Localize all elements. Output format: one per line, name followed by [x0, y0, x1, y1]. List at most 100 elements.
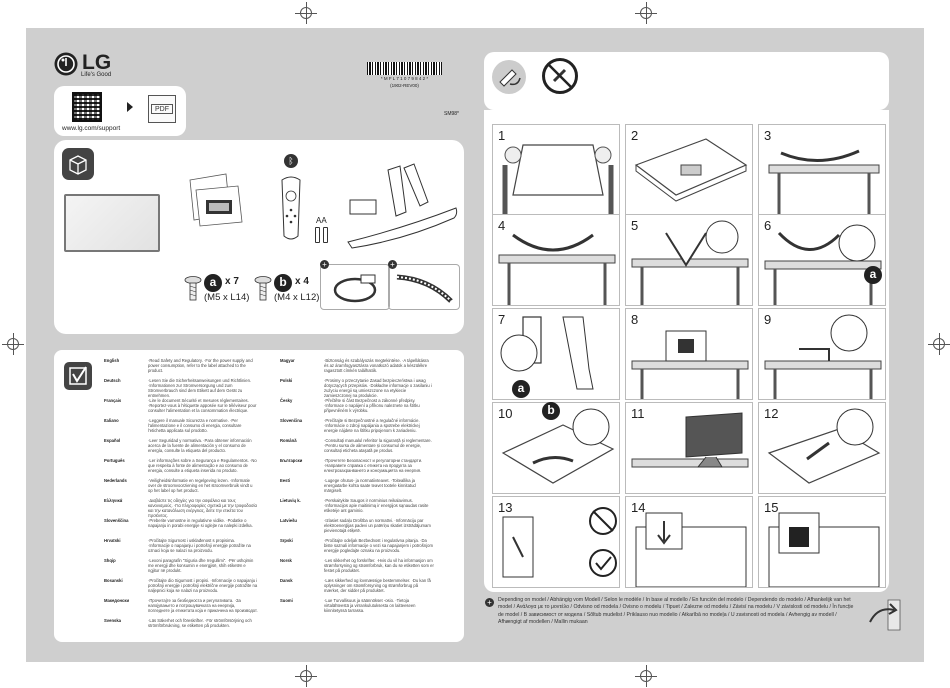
assembly-step-illustration [635, 512, 747, 587]
screw-a-count: x 7 [225, 276, 239, 287]
language-text: ·Prosimy o przeczytanie Zasad bezpieczeń… [324, 378, 432, 398]
language-row: Svenska·Läs Säkerhet och föreskrifter. ·… [104, 618, 264, 638]
language-text: ·Přečtěte si část Bezpečnost a zákonné p… [324, 398, 420, 413]
step-number: 13 [498, 500, 513, 515]
brand-slogan: Life's Good [81, 72, 112, 78]
magic-remote-illustration [276, 174, 306, 242]
step-number: 1 [498, 128, 506, 143]
language-text: ·Pročitajte Sigurnost i usklađenost s pr… [148, 538, 251, 553]
step-number: 6 [764, 218, 772, 233]
no-sharp-object-icon [542, 58, 578, 94]
language-row: Slovenščina ·Preberite varnostne in regul… [104, 518, 264, 538]
language-row: Deutsch·Lesen Sie die Sicherheitsanweisu… [104, 378, 264, 398]
language-list-right: Magyar·Biztonság és szabályozás megtekin… [280, 358, 450, 638]
monitor-illustration [64, 194, 160, 252]
crop-mark-top-left [295, 2, 317, 24]
language-name: Polski [280, 378, 293, 383]
step-number: 10 [498, 406, 513, 421]
language-row: Slovenčina·Prečítajte si Bezpečnostné a … [280, 418, 450, 438]
screw-a-spec: (M5 x L14) [204, 292, 250, 303]
crop-mark-top-right [635, 2, 657, 24]
language-name: Slovenščina [104, 518, 129, 523]
language-name: Nederlands [104, 478, 127, 483]
language-row: Български ·Прочетете Безопасност и регула… [280, 458, 450, 478]
assembly-step-illustration [631, 330, 749, 399]
support-url[interactable]: www.lg.com/support [62, 125, 121, 132]
assembly-step-panel: 8 [625, 308, 753, 400]
assembly-step-panel: 5 [625, 214, 753, 306]
assembly-step-illustration [768, 149, 880, 215]
tools-card [484, 52, 889, 110]
language-name: Deutsch [104, 378, 121, 383]
step-number: 9 [764, 312, 772, 327]
assembly-step-illustration [764, 224, 882, 305]
brand-logo-text: LG [82, 51, 112, 74]
step-number: 15 [764, 500, 779, 515]
assembly-step-panel: 14 [625, 496, 753, 588]
battery-icon [323, 227, 328, 243]
hand-cloth-icon [492, 60, 526, 94]
assembly-step-illustration [631, 220, 749, 305]
step-number: 5 [631, 218, 639, 233]
checkmark-document-icon [64, 362, 92, 390]
language-name: Česky [280, 398, 293, 403]
language-text: ·Прочетете Безопасност и регулаторни ста… [324, 458, 423, 473]
battery-label: AA [316, 216, 327, 225]
language-name: Български [280, 458, 303, 463]
assembly-step-panel: 7 [492, 308, 620, 400]
language-name: Slovenčina [280, 418, 303, 423]
screw-b-letter: b [274, 274, 292, 292]
box-icon [62, 148, 94, 180]
language-row: English ·Read Safety and Regulatory. ·For… [104, 358, 264, 378]
step-number: 11 [631, 406, 645, 421]
optional-plus-icon: + [485, 598, 494, 607]
assembly-step-illustration [502, 507, 617, 578]
language-name: Magyar [280, 358, 295, 363]
contents-card: ᛒ AA a x 7 (M5 x L14) b x 4 (M4 x L12) + [54, 140, 464, 334]
language-name: Srpski [280, 538, 293, 543]
arrow-right-icon [127, 102, 133, 112]
language-row: Македонски·Прочитајте за безбедноста и р… [104, 598, 264, 618]
language-name: Lietuvių k. [280, 498, 301, 503]
assembly-step-illustration [767, 408, 881, 484]
assembly-step-illustration [764, 314, 882, 399]
language-row: Polski ·Prosimy o przeczytanie Zasad bezp… [280, 378, 450, 398]
assembly-step-panel: 1 [492, 124, 620, 216]
language-text: ·Ler informações sobre a Segurança e Reg… [148, 458, 257, 473]
language-text: ·Preberite varnostne in regulativne vidi… [148, 518, 253, 528]
screw-b-icon [254, 276, 272, 302]
language-row: Norsk·Les sikkerhet og forskrifter. ·Hvi… [280, 558, 450, 578]
language-list-left: English ·Read Safety and Regulatory. ·For… [104, 358, 264, 638]
screw-a-icon [184, 276, 202, 302]
model-number: SM98* [444, 111, 460, 117]
assembly-step-panel: 12 [758, 402, 886, 494]
language-row: Bosanski·Pročitajte dio Sigurnost i prop… [104, 578, 264, 598]
language-row: Dansk·Læs sikkerhed og lovmæssige bestem… [280, 578, 450, 598]
language-text: ·Read Safety and Regulatory. ·For the po… [148, 358, 253, 373]
language-text: ·Lue Turvallisuus ja säännökset -osio. ·… [324, 598, 416, 613]
language-row: Français·Lire le document Sécurité et me… [104, 398, 264, 418]
crop-mark-right [928, 333, 950, 355]
language-name: Shqip [104, 558, 116, 563]
language-text: ·Læs sikkerhed og lovmæssige bestemmelse… [324, 578, 431, 593]
language-name: English [104, 358, 120, 363]
pdf-label: PDF [151, 104, 173, 114]
cable-tie-box [388, 264, 460, 310]
assembly-step-panel: 4 [492, 214, 620, 306]
language-text: ·Veiligheidsinformatie en regelgeving le… [148, 478, 253, 493]
assembly-step-illustration [631, 412, 749, 468]
stand-parts-illustration [344, 162, 464, 250]
step-screw-letter: b [542, 402, 560, 420]
language-row: Português·Ler informações sobre a Segura… [104, 458, 264, 478]
assembly-step-panel: 13 [492, 496, 620, 588]
language-row: Nederlands ·Veiligheidsinformatie en rege… [104, 478, 264, 498]
assembly-step-panel: 9 [758, 308, 886, 400]
footer-model-note: Depending on model / Abhängig vom Modell… [498, 597, 854, 626]
language-row: Latviešu·Izlasiet sadaļu Drošība un norm… [280, 518, 450, 538]
step-number: 14 [631, 500, 646, 515]
language-name: Français [104, 398, 122, 403]
language-name: Svenska [104, 618, 121, 623]
step-screw-letter: a [864, 266, 882, 284]
